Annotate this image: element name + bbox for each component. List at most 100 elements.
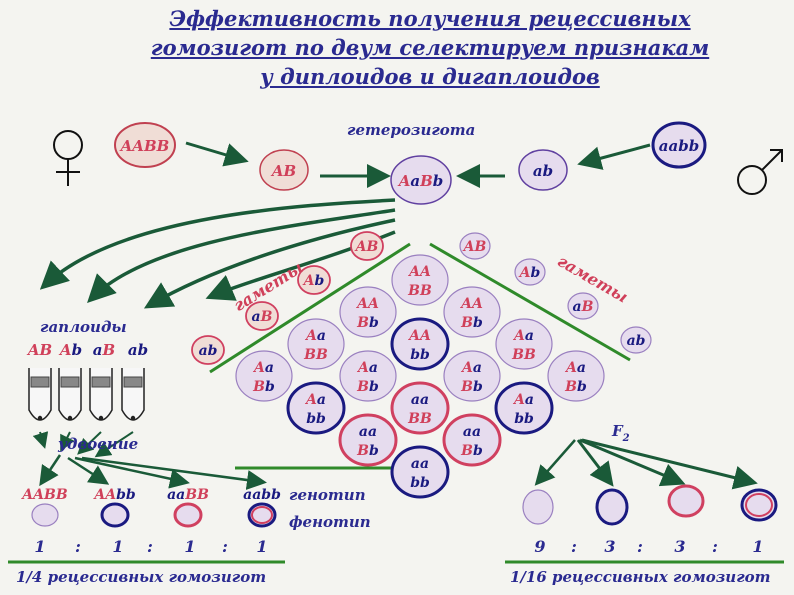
ratio-left-1: : (75, 537, 81, 556)
female-icon (53, 130, 83, 160)
punnett-text-3-0-b: Bb (252, 379, 275, 395)
gamete-right-1: Ab (518, 265, 541, 281)
punnett-text-1-3-a: Aa (512, 392, 534, 408)
hybrid-label: гетерозигота (347, 121, 476, 139)
male-icon-arrow (761, 149, 783, 171)
phenotype-label: фенотип (289, 513, 371, 531)
gamete-right-3: ab (627, 333, 646, 349)
punnett-text-1-1-a: AA (407, 328, 431, 344)
title-line-2: гомозигот по двум селектируем признакам (150, 35, 710, 60)
punnett-cell-3-0 (235, 350, 293, 402)
punnett-cell-0-3 (547, 350, 605, 402)
punnett-cell-1-3 (494, 381, 554, 435)
gamete-female-label: AB (270, 162, 296, 180)
gamete-left-circle-3 (191, 335, 225, 365)
arrow-tube-1 (32, 431, 49, 449)
haploid-3: ab (128, 341, 148, 359)
diploid-genotype-0: AABB (20, 487, 68, 503)
haploids-label: гаплоиды (40, 318, 127, 336)
arrow-male-to-gamete (577, 143, 651, 170)
tube-0 (28, 368, 52, 421)
title-line-1: Эффективность получения рецессивных (169, 6, 691, 31)
punnett-text-0-3-b: Bb (564, 379, 587, 395)
punnett-cell-2-1 (339, 350, 397, 402)
ratio-right-0: 9 (534, 537, 545, 556)
ratio-right-3: : (637, 537, 643, 556)
punnett-cell-3-2 (338, 413, 398, 467)
parent-female-genotype: AABB (119, 137, 170, 155)
tube-marker-3 (123, 376, 143, 388)
punnett-text-2-1-a: Aa (356, 360, 378, 376)
f2-label: F2 (611, 422, 630, 444)
punnett-text-3-1-a: Aa (304, 392, 326, 408)
arrow-curve-3 (143, 218, 396, 309)
punnett-cell-3-3 (390, 445, 450, 499)
arrow-curve-2 (87, 208, 396, 303)
phenotype-circle-2 (100, 502, 130, 528)
haploid-1: Ab (58, 341, 82, 359)
punnett-text-3-1-b: bb (306, 411, 326, 427)
tube-dot-3 (130, 415, 136, 421)
page-title: Эффективность получения рецессивных гомо… (100, 4, 760, 91)
punnett-text-2-2-a: aa (411, 392, 429, 408)
arrow-tube-4 (94, 431, 134, 458)
tube-3 (121, 368, 145, 421)
punnett-text-1-3-b: bb (514, 411, 534, 427)
gamete-left-0: AB (354, 239, 379, 255)
phenotype-circle-4-inner (251, 506, 273, 524)
ratio-left-3: : (147, 537, 153, 556)
title-line-3: у диплоидов и дигаплоидов (260, 64, 600, 89)
punnett-text-1-0-a: AA (355, 296, 379, 312)
doubling-label: удвоение (58, 435, 139, 453)
punnett-cell-2-0 (287, 318, 345, 370)
punnett-text-2-3-b: Bb (460, 443, 483, 459)
gamete-left-1: Ab (302, 273, 325, 289)
genotype-label: генотип (289, 486, 366, 504)
diploid-genotype-1: AAbb (92, 487, 136, 503)
f2-phenotype-1 (522, 489, 554, 525)
arrow-female-to-gamete (185, 141, 249, 167)
gamete-right-0: AB (462, 239, 487, 255)
parent-male-circle (651, 121, 707, 169)
arrow-f2-4 (581, 438, 758, 490)
punnett-text-3-0-a: Aa (252, 360, 274, 376)
gamete-left-circle-2 (245, 301, 279, 331)
arrow-double-1 (39, 454, 62, 487)
f2-phenotype-2 (595, 488, 629, 526)
punnett-text-1-1-b: bb (410, 347, 430, 363)
punnett-cell-2-2 (390, 381, 450, 435)
punnett-text-0-3-a: Aa (564, 360, 586, 376)
hybrid-circle (390, 155, 452, 205)
f2-phenotype-3 (667, 484, 705, 518)
male-icon (737, 165, 767, 195)
phenotype-circle-1 (31, 503, 59, 527)
phenotype-circle-3 (173, 502, 203, 528)
gamete-left-2: aB (252, 309, 273, 325)
punnett-cell-3-1 (286, 381, 346, 435)
ratio-left-5: : (222, 537, 228, 556)
punnett-cell-0-2 (495, 318, 553, 370)
punnett-cell-1-0 (339, 286, 397, 338)
ratio-left-0: 1 (34, 537, 45, 556)
punnett-text-2-2-b: BB (407, 411, 432, 427)
punnett-text-0-1-b: Bb (460, 315, 483, 331)
punnett-text-3-2-a: aa (359, 424, 377, 440)
punnett-text-1-0-b: Bb (356, 315, 379, 331)
frame-right-top (429, 242, 631, 362)
ratio-right-2: 3 (604, 537, 615, 556)
arrow-f2-2 (576, 439, 614, 487)
female-icon-cross (56, 159, 80, 186)
punnett-cell-0-0 (391, 254, 449, 306)
gamete-right-circle-1 (514, 258, 546, 286)
ratio-left-2: 1 (112, 537, 123, 556)
ratio-left-4: 1 (184, 537, 195, 556)
gamete-right-circle-2 (567, 292, 599, 320)
punnett-text-0-2-a: Aa (512, 328, 534, 344)
gamete-right-circle-0 (459, 232, 491, 260)
ratio-right-6: 1 (752, 537, 763, 556)
frame-left-top (209, 242, 411, 374)
tube-1 (58, 368, 82, 421)
gamete-male-circle (518, 149, 568, 191)
punnett-text-3-2-b: Bb (356, 443, 379, 459)
